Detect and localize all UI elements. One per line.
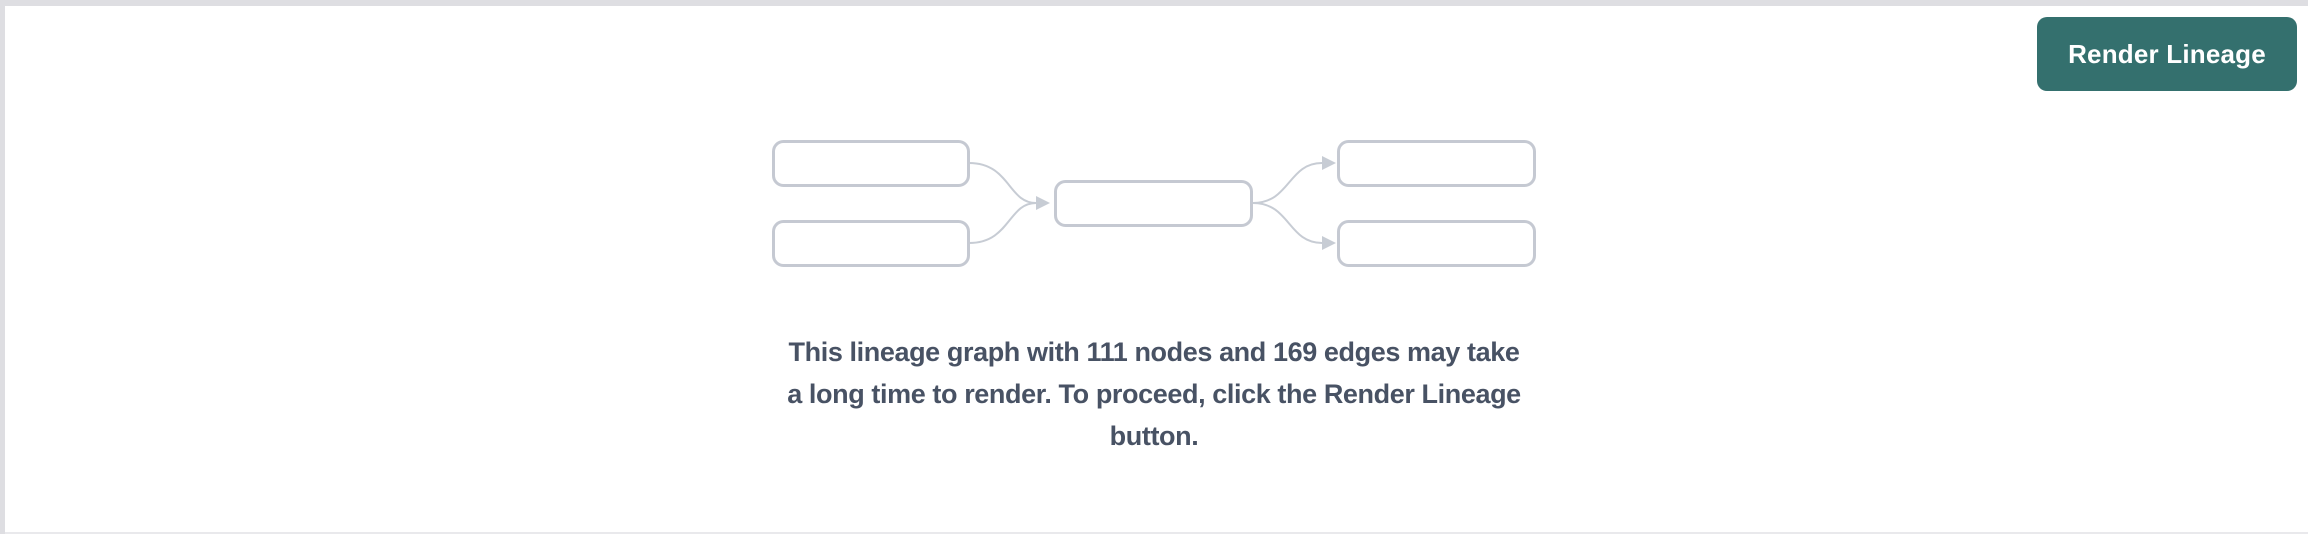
render-lineage-button[interactable]: Render Lineage	[2037, 17, 2297, 91]
pane-bottom-border	[5, 532, 2308, 534]
edge-left-top	[968, 162, 1037, 204]
lineage-graph-icon	[772, 140, 1536, 267]
pane-top-border	[0, 0, 2308, 6]
arrowhead-right-bottom	[1322, 236, 1336, 250]
node-box-right-bottom	[1337, 220, 1536, 267]
message-line-3: button.	[1109, 421, 1199, 451]
pane-left-border	[0, 0, 5, 534]
edge-right-top	[1252, 162, 1323, 204]
edge-left-bottom	[968, 202, 1037, 244]
node-box-left-top	[772, 140, 970, 187]
arrowhead-center	[1036, 196, 1050, 210]
message-line-2: a long time to render. To proceed, click…	[787, 379, 1521, 409]
node-box-left-bottom	[772, 220, 970, 267]
node-box-center	[1054, 180, 1253, 227]
message-line-1: This lineage graph with 111 nodes and 16…	[788, 337, 1520, 367]
render-warning-message: This lineage graph with 111 nodes and 16…	[0, 331, 2308, 457]
arrowhead-right-top	[1322, 156, 1336, 170]
node-box-right-top	[1337, 140, 1536, 187]
lineage-graph-placeholder	[770, 139, 1538, 269]
edge-right-bottom	[1252, 202, 1323, 244]
